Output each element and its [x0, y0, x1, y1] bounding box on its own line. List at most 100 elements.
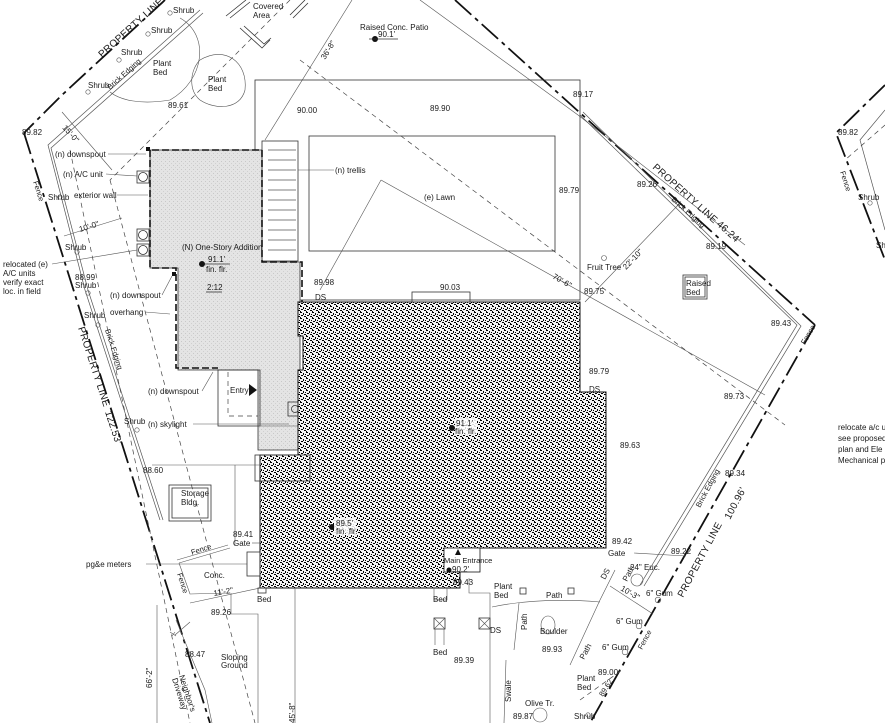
svg-text:91.1': 91.1' — [208, 255, 226, 264]
svg-text:15'-0": 15'-0" — [61, 123, 81, 144]
svg-text:fin. flr.: fin. flr. — [336, 527, 357, 536]
svg-text:Shrub: Shrub — [574, 712, 596, 721]
svg-text:Bed: Bed — [153, 68, 167, 77]
covered-area: Covered Area — [225, 0, 309, 49]
raised-patio: Raised Conc. Patio 90.1' — [360, 23, 429, 42]
svg-text:90.2': 90.2' — [452, 565, 470, 574]
brick-edging — [47, 9, 885, 587]
northeast-yard: Fruit Tree 22'-10" Raised Bed PROPERTY L… — [584, 162, 817, 599]
existing-house: 91.1' fin. flr. 89.5' fin. flr. Main Ent… — [254, 291, 607, 595]
svg-text:Entry: Entry — [230, 386, 249, 395]
svg-text:89.61: 89.61 — [168, 101, 189, 110]
right-note-line: relocate a/c u — [838, 423, 885, 432]
svg-text:89.00: 89.00 — [598, 668, 619, 677]
svg-text:24" Euc.: 24" Euc. — [630, 563, 660, 572]
right-note-line: see proposed — [838, 434, 885, 443]
svg-text:Fence: Fence — [190, 542, 213, 557]
svg-text:88.60: 88.60 — [143, 466, 164, 475]
svg-text:89.26: 89.26 — [211, 608, 232, 617]
svg-text:Shrub: Shrub — [858, 193, 880, 202]
new-addition: (N) One-Story Addition 91.1' fin. flr. 2… — [146, 147, 303, 451]
svg-text:Raised Conc. Patio: Raised Conc. Patio — [360, 23, 429, 32]
svg-text:Gate: Gate — [233, 539, 251, 548]
svg-text:10'-0": 10'-0" — [78, 219, 100, 234]
svg-text:89.79: 89.79 — [589, 367, 610, 376]
svg-text:Bed: Bed — [208, 84, 222, 93]
svg-text:Path: Path — [578, 642, 594, 661]
svg-text:Shrub: Shrub — [124, 417, 146, 426]
svg-text:70'-6": 70'-6" — [551, 272, 573, 290]
svg-text:exterior wall: exterior wall — [74, 191, 117, 200]
right-note-line: Mechanical p — [838, 456, 885, 465]
svg-text:relocated (e): relocated (e) — [3, 260, 48, 269]
svg-text:Fence: Fence — [636, 628, 654, 651]
svg-text:89.87: 89.87 — [513, 712, 534, 721]
svg-text:100.96': 100.96' — [723, 486, 749, 522]
right-note-line: plan and Ele — [838, 445, 883, 454]
svg-text:89.63: 89.63 — [620, 441, 641, 450]
svg-text:11'-2": 11'-2" — [213, 586, 234, 598]
svg-text:Conc.: Conc. — [204, 571, 225, 580]
svg-text:Path: Path — [546, 591, 562, 600]
svg-text:Fruit Tree: Fruit Tree — [587, 263, 622, 272]
svg-text:Plant: Plant — [208, 75, 227, 84]
shrubs-north: Shrub Shrub Shrub Shrub Brick Edging PRO… — [85, 0, 195, 95]
svg-text:Fence: Fence — [799, 323, 817, 346]
svg-text:89.39: 89.39 — [454, 656, 475, 665]
svg-text:(n) downspout: (n) downspout — [148, 387, 199, 396]
svg-text:89.19: 89.19 — [706, 242, 727, 251]
svg-text:2:12: 2:12 — [207, 283, 223, 292]
svg-text:89.43: 89.43 — [771, 319, 792, 328]
svg-text:Bed: Bed — [433, 648, 447, 657]
svg-text:Plant: Plant — [577, 674, 596, 683]
svg-text:Shrub: Shrub — [48, 193, 70, 202]
svg-text:Bed: Bed — [257, 595, 271, 604]
svg-text:Shrub: Shrub — [121, 48, 143, 57]
svg-text:(e) Lawn: (e) Lawn — [424, 193, 455, 202]
svg-text:Storage: Storage — [181, 489, 210, 498]
right-note: relocate a/c u see proposed plan and Ele… — [838, 422, 885, 466]
svg-text:Bed: Bed — [433, 595, 447, 604]
svg-text:(n) downspout: (n) downspout — [110, 291, 161, 300]
callouts-left: (n) downspout (n) A/C unit exterior wall… — [3, 150, 289, 429]
svg-text:89.5': 89.5' — [336, 519, 354, 528]
svg-text:Bed: Bed — [494, 591, 508, 600]
ac-units — [136, 170, 150, 257]
svg-text:Shrub: Shrub — [173, 6, 195, 15]
svg-text:Shrub: Shrub — [876, 241, 885, 250]
svg-text:89.75: 89.75 — [584, 287, 605, 296]
svg-text:Swale: Swale — [504, 680, 513, 702]
svg-text:89.26: 89.26 — [637, 180, 658, 189]
svg-text:Boulder: Boulder — [540, 627, 568, 636]
svg-text:Plant: Plant — [153, 59, 172, 68]
adjacent-lot-fragment: Fence Shrub Shrub — [838, 170, 885, 250]
svg-text:Bed: Bed — [686, 288, 700, 297]
svg-text:90.03: 90.03 — [440, 283, 461, 292]
svg-text:122.53': 122.53' — [102, 410, 123, 446]
svg-text:Bldg.: Bldg. — [181, 498, 199, 507]
svg-text:DS: DS — [490, 626, 501, 635]
svg-text:Shrub: Shrub — [84, 311, 106, 320]
svg-text:36'-8": 36'-8" — [319, 39, 338, 61]
svg-text:(n) skylight: (n) skylight — [148, 420, 187, 429]
trellis: (n) trellis — [261, 140, 366, 262]
svg-text:DS: DS — [589, 385, 600, 394]
plant-beds-north: Plant Bed Plant Bed — [109, 17, 246, 107]
svg-text:A/C units: A/C units — [3, 269, 35, 278]
svg-text:6" Gum: 6" Gum — [646, 589, 673, 598]
svg-text:Sloping: Sloping — [221, 653, 248, 662]
svg-text:Brick Edging: Brick Edging — [103, 328, 125, 371]
svg-text:Path: Path — [520, 614, 529, 630]
svg-text:PROPERTY LINE: PROPERTY LINE — [676, 520, 725, 599]
svg-text:89.34: 89.34 — [725, 469, 746, 478]
svg-text:90.00: 90.00 — [297, 106, 318, 115]
svg-text:verify exact: verify exact — [3, 278, 44, 287]
svg-text:89.22: 89.22 — [671, 547, 692, 556]
spot-elevations: 89.82 89.61 90.00 89.90 89.17 89.79 89.2… — [22, 90, 859, 721]
svg-text:66'-2": 66'-2" — [145, 667, 154, 688]
svg-text:Area: Area — [253, 11, 270, 20]
svg-text:6" Gum: 6" Gum — [616, 617, 643, 626]
svg-text:fin. flr.: fin. flr. — [455, 427, 476, 436]
svg-text:6" Gum: 6" Gum — [602, 643, 629, 652]
